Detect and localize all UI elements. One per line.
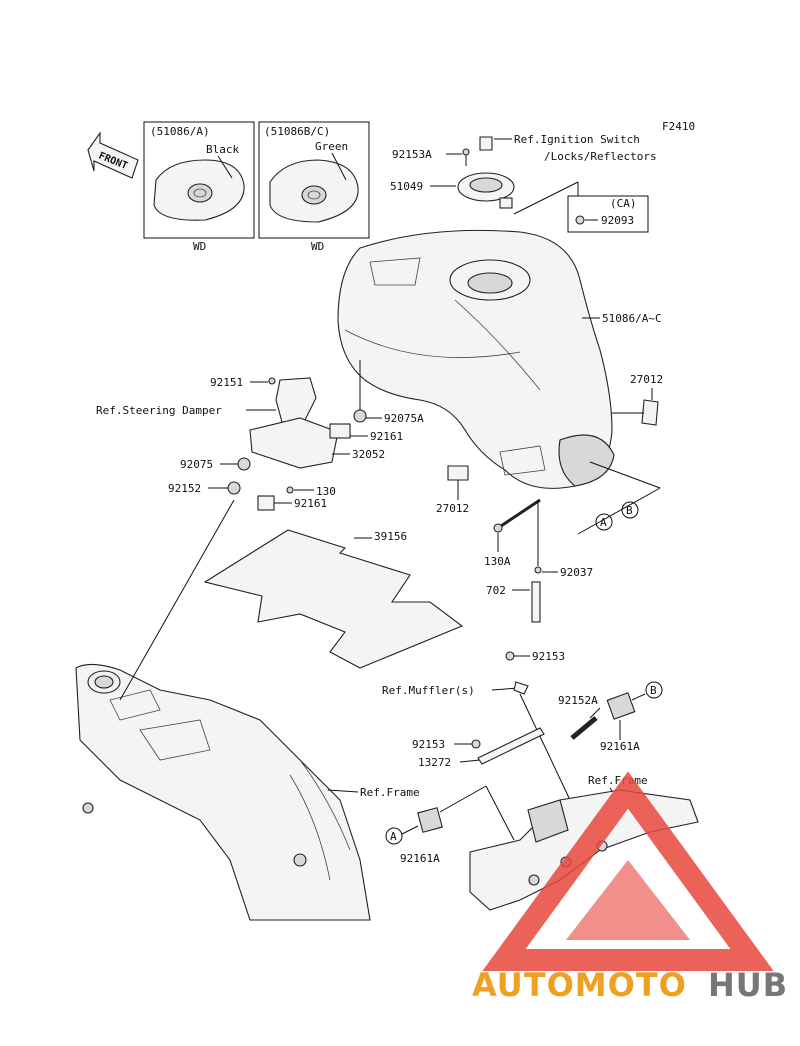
frame-left: [75, 499, 371, 921]
fuel-cap-assembly: [457, 136, 515, 209]
label-27012-mid: 27012: [436, 502, 469, 515]
label-39156: 39156: [374, 530, 407, 543]
marker-a-top: A: [600, 516, 607, 529]
inset-2-model: (51086B/C): [264, 125, 330, 138]
label-130: 130: [316, 485, 336, 498]
ca-label: (CA): [610, 197, 637, 210]
inset-green-tank: (51086B/C) Green WD: [258, 121, 370, 253]
label-92151: 92151: [210, 376, 243, 389]
watermark-auto: AUTOMOTO: [472, 966, 687, 1004]
label-92075A: 92075A: [384, 412, 424, 425]
label-51049: 51049: [390, 180, 423, 193]
label-130A: 130A: [484, 555, 511, 568]
label-92152A: 92152A: [558, 694, 598, 707]
label-ref-muffler: Ref.Muffler(s): [382, 684, 475, 697]
front-arrow: FRONT: [87, 131, 139, 179]
inset-2-region: WD: [311, 240, 324, 253]
label-92161-a: 92161: [370, 430, 403, 443]
label-ref-ignition-1: Ref.Ignition Switch: [514, 133, 640, 146]
label-ref-frame-right: Ref.Frame: [588, 774, 648, 787]
label-92161-b: 92161: [294, 497, 327, 510]
label-27012-right: 27012: [630, 373, 663, 386]
label-92153A: 92153A: [392, 148, 432, 161]
steering-damper-bracket: [249, 377, 351, 469]
label-51086: 51086/A~C: [602, 312, 662, 325]
automotohub-watermark: AUTOMOTO HUB: [472, 771, 788, 1004]
inset-1-model: (51086/A): [150, 125, 210, 138]
figure-code: F2410: [662, 120, 695, 133]
inset-2-color: Green: [315, 140, 348, 153]
label-92161A-left: 92161A: [400, 852, 440, 865]
label-ref-steering: Ref.Steering Damper: [96, 404, 222, 417]
inset-1-region: WD: [193, 240, 206, 253]
inset-black-tank: (51086/A) Black WD: [143, 121, 255, 253]
label-32052: 32052: [352, 448, 385, 461]
label-92153-b: 92153: [412, 738, 445, 751]
inset-1-color: Black: [206, 143, 239, 156]
label-13272: 13272: [418, 756, 451, 769]
fuel-tank: [337, 229, 615, 489]
ca-box: (CA) 92093: [513, 181, 649, 233]
label-92075: 92075: [180, 458, 213, 471]
rubber-pad: [203, 529, 464, 669]
label-702: 702: [486, 584, 506, 597]
label-92152: 92152: [168, 482, 201, 495]
watermark-hub: HUB: [708, 966, 788, 1004]
label-ref-frame-left: Ref.Frame: [360, 786, 420, 799]
label-92037: 92037: [560, 566, 593, 579]
label-ref-ignition-2: /Locks/Reflectors: [544, 150, 657, 163]
marker-b-top: B: [626, 504, 633, 517]
marker-b-bottom: B: [650, 684, 657, 697]
label-92161A-right: 92161A: [600, 740, 640, 753]
marker-a-bottom: A: [390, 830, 397, 843]
label-92093: 92093: [601, 214, 634, 227]
label-92153-a: 92153: [532, 650, 565, 663]
